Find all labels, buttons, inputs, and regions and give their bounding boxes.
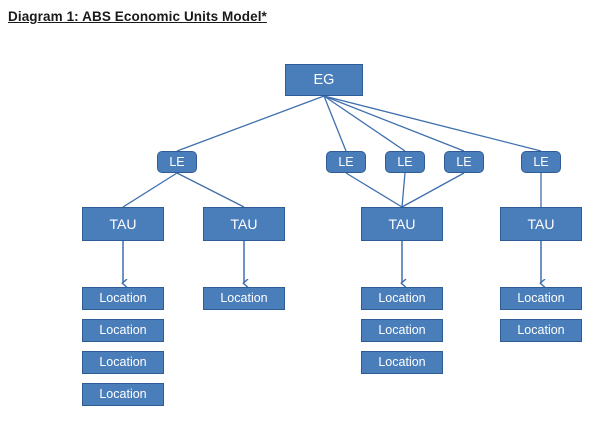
node-location-loc4[interactable]: Location [82,383,164,406]
node-location-label: Location [517,323,565,338]
node-location-loc7[interactable]: Location [361,319,443,342]
node-le-label: LE [456,154,472,169]
node-location-label: Location [99,355,147,370]
edge-eg1-to-le3 [323,95,406,152]
node-location-loc3[interactable]: Location [82,351,164,374]
connector-arrows [123,241,541,283]
node-location-loc2[interactable]: Location [82,319,164,342]
node-le-label: LE [533,154,549,169]
node-tau-tau3[interactable]: TAU [361,207,443,241]
node-location-label: Location [378,291,426,306]
edge-eg1-to-le5 [323,95,542,152]
node-eg-label: EG [313,71,335,88]
node-location-label: Location [517,291,565,306]
node-location-label: Location [378,323,426,338]
node-location-label: Location [99,291,147,306]
node-eg-eg1[interactable]: EG [285,64,363,96]
edge-le2-to-tau3 [345,172,403,208]
node-le-le3[interactable]: LE [385,151,425,173]
node-location-label: Location [99,387,147,402]
node-location-loc5[interactable]: Location [203,287,285,310]
node-le-label: LE [397,154,413,169]
edge-eg1-to-le4 [323,95,465,152]
node-tau-tau4[interactable]: TAU [500,207,582,241]
node-location-label: Location [220,291,268,306]
node-tau-tau2[interactable]: TAU [203,207,285,241]
node-tau-tau1[interactable]: TAU [82,207,164,241]
edge-le1-to-tau2 [176,172,245,208]
node-le-le5[interactable]: LE [521,151,561,173]
node-le-le1[interactable]: LE [157,151,197,173]
node-location-loc10[interactable]: Location [500,319,582,342]
node-tau-label: TAU [109,216,137,232]
node-location-loc1[interactable]: Location [82,287,164,310]
edge-eg1-to-le1 [176,95,325,152]
edge-le4-to-tau3 [401,172,465,208]
node-location-loc6[interactable]: Location [361,287,443,310]
node-tau-label: TAU [230,216,258,232]
page-title: Diagram 1: ABS Economic Units Model* [8,9,267,24]
node-le-le2[interactable]: LE [326,151,366,173]
node-location-label: Location [99,323,147,338]
edge-eg1-to-le2 [323,95,347,152]
node-location-label: Location [378,355,426,370]
edge-le3-to-tau3 [401,172,406,208]
node-location-loc9[interactable]: Location [500,287,582,310]
node-le-label: LE [169,154,185,169]
node-location-loc8[interactable]: Location [361,351,443,374]
edge-le1-to-tau1 [122,172,178,208]
node-tau-label: TAU [388,216,416,232]
node-le-le4[interactable]: LE [444,151,484,173]
node-le-label: LE [338,154,354,169]
node-tau-label: TAU [527,216,555,232]
